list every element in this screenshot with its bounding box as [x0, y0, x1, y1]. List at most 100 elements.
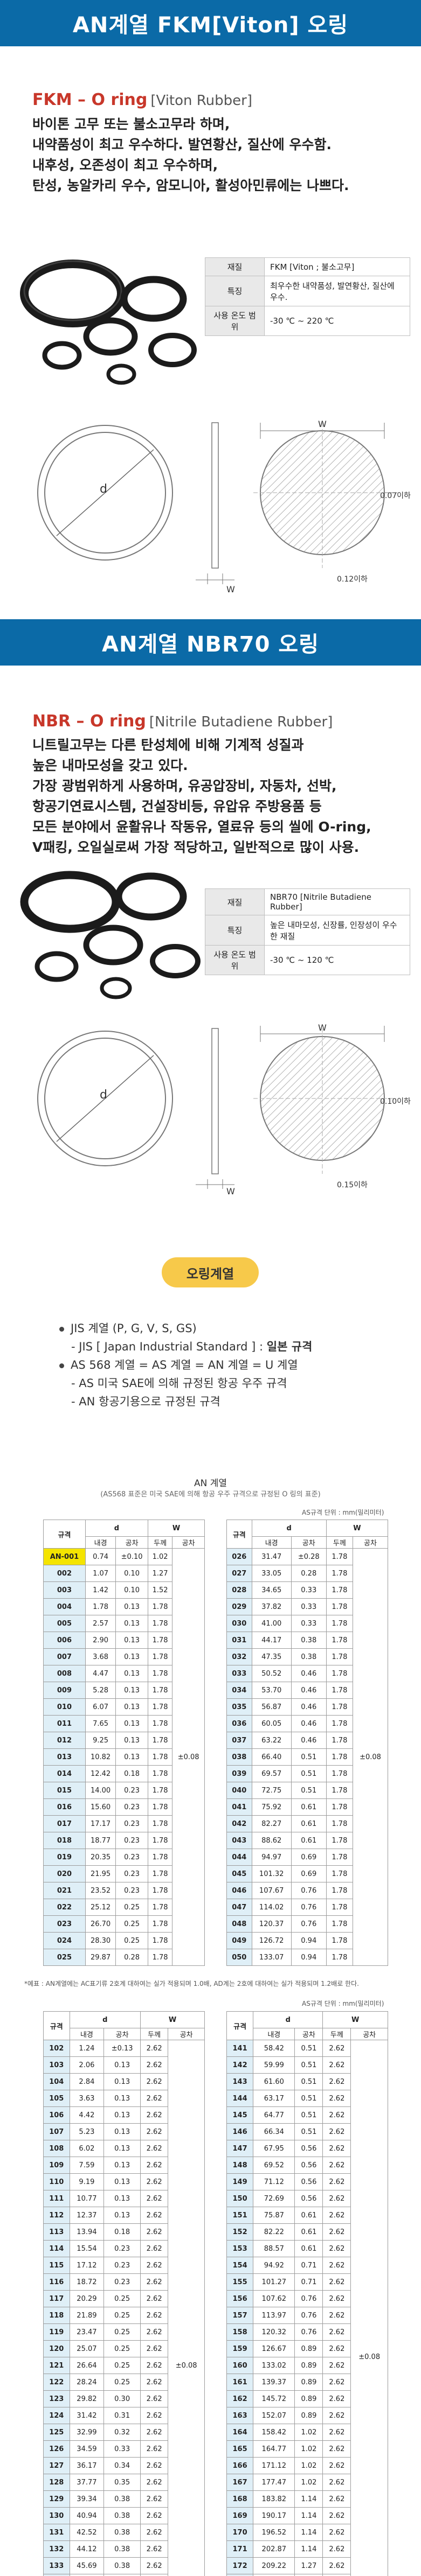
cell-code: 154	[226, 2257, 254, 2274]
cell-code: 172	[226, 2557, 254, 2574]
cell-tol: 0.13	[103, 2073, 141, 2090]
cell-code: 122	[43, 2374, 70, 2391]
cell-tol: 0.23	[103, 2273, 141, 2291]
cell-code: 012	[43, 1732, 86, 1749]
cell-thk: 1.78	[147, 1815, 173, 1832]
cell-code: AN-001	[43, 1548, 86, 1565]
cell-code: 049	[226, 1932, 252, 1949]
cell-thk: 1.78	[326, 1581, 353, 1599]
cell-inner: 37.82	[251, 1598, 292, 1615]
fkm-dim-d: d	[100, 482, 107, 496]
nbr-title-main: NBR – O ring	[32, 712, 146, 731]
cell-code: 148	[226, 2157, 254, 2174]
cell-thk: 2.62	[140, 2273, 169, 2291]
cell-thk: 2.62	[322, 2190, 351, 2207]
cell-tol: 0.13	[103, 2090, 141, 2107]
cell-tol: 0.33	[291, 1598, 327, 1615]
cell-tol: 0.10	[115, 1565, 148, 1582]
cell-thk: 1.78	[147, 1732, 173, 1749]
col-inner: 내경	[251, 1536, 292, 1549]
cell-thk: 2.62	[140, 2407, 169, 2424]
cell-inner: 107.67	[251, 1882, 292, 1899]
cell-tol: ±0.28	[291, 1548, 327, 1565]
cell-thk: 2.62	[322, 2273, 351, 2291]
cell-inner: 41.00	[251, 1615, 292, 1632]
cell-code: 161	[226, 2374, 254, 2391]
cell-tol: 0.38	[291, 1632, 327, 1649]
cell-code: 004	[43, 1598, 86, 1615]
col-d: d	[251, 1520, 327, 1537]
cell-inner: 9.19	[69, 2173, 105, 2190]
cell-thk: 1.78	[147, 1648, 173, 1665]
cell-thk: 1.78	[326, 1632, 353, 1649]
cell-tol: 1.27	[294, 2557, 323, 2574]
cell-thk: 2.62	[322, 2157, 351, 2174]
cell-inner: 3.68	[85, 1648, 116, 1665]
cell-inner: 18.77	[85, 1832, 116, 1849]
cell-thk: 2.62	[140, 2257, 169, 2274]
cell-code: 105	[43, 2090, 70, 2107]
nbr-dim-w-small: W	[226, 1186, 235, 1195]
cell-code: 127	[43, 2457, 70, 2474]
cell-thk: 1.78	[326, 1849, 353, 1866]
cell-inner: 2.57	[85, 1615, 116, 1632]
cell-code: 171	[226, 2540, 254, 2558]
col-d: d	[69, 2011, 141, 2028]
cell-code: 032	[226, 1648, 252, 1665]
cell-inner: 4.47	[85, 1665, 116, 1682]
cell-thk: 1.78	[147, 1832, 173, 1849]
cell-code: 013	[43, 1748, 86, 1766]
cell-inner: 10.82	[85, 1748, 116, 1766]
cell-code: 030	[226, 1615, 252, 1632]
nbr-dim-d: d	[100, 1088, 107, 1102]
cell-inner: 158.42	[253, 2424, 295, 2441]
cell-tol: 0.13	[115, 1665, 148, 1682]
cell-code: 021	[43, 1882, 86, 1899]
cell-inner: 75.92	[251, 1798, 292, 1816]
cell-thk: 1.78	[326, 1715, 353, 1732]
cell-thk: 2.62	[322, 2540, 351, 2558]
cell-tol: 0.13	[115, 1732, 148, 1749]
cell-tol: 0.13	[115, 1648, 148, 1665]
nbr-title-sub: [Nitrile Butadiene Rubber]	[149, 714, 333, 730]
cell-code: 025	[43, 1949, 86, 1966]
cell-tol: 0.23	[115, 1798, 148, 1816]
spec-key: 특징	[205, 276, 265, 306]
nbr-desc-line: 모든 분야에서 윤활유나 작동유, 열료유 등의 씰에 O-ring,	[32, 819, 371, 835]
cell-inner: 63.22	[251, 1732, 292, 1749]
cell-code: 156	[226, 2290, 254, 2307]
cell-tol: 0.13	[103, 2056, 141, 2074]
cell-code: 118	[43, 2307, 70, 2324]
cell-tol: 0.51	[294, 2056, 323, 2074]
cell-code: 117	[43, 2290, 70, 2307]
cell-thk: 2.62	[140, 2524, 169, 2541]
cell-thk: 2.62	[140, 2474, 169, 2491]
cell-code: 157	[226, 2307, 254, 2324]
cell-inner: 18.72	[69, 2273, 105, 2291]
cell-tol: 1.02	[294, 2457, 323, 2474]
col-w: W	[326, 1520, 389, 1537]
fkm-dimension-diagram: d W W 0.07이하 0.12이하	[37, 419, 411, 594]
cell-thk: 2.62	[140, 2207, 169, 2224]
cell-inner: 10.77	[69, 2190, 105, 2207]
cell-thk: 2.62	[140, 2056, 169, 2074]
cell-thk: 2.62	[322, 2407, 351, 2424]
